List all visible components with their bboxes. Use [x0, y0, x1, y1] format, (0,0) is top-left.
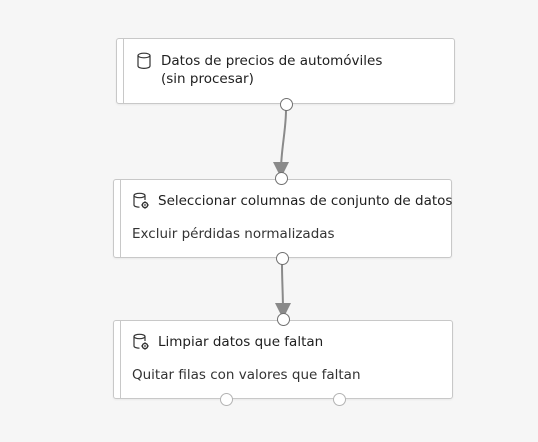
module-subtitle: Excluir pérdidas normalizadas — [132, 226, 335, 242]
database-gear-icon — [132, 333, 150, 351]
output-port-cleaned-dataset[interactable] — [220, 393, 233, 406]
module-title: Seleccionar columnas de conjunto de dato… — [158, 193, 453, 209]
edge-select-to-clean[interactable] — [274, 263, 291, 319]
input-port-clean-missing-data[interactable] — [277, 313, 290, 326]
module-title-line2: (sin procesar) — [161, 71, 254, 87]
output-port-select-columns[interactable] — [276, 252, 289, 265]
module-subtitle: Quitar filas con valores que faltan — [132, 367, 361, 383]
input-port-select-columns[interactable] — [275, 172, 288, 185]
module-accent-bar — [120, 180, 121, 257]
select-columns-module[interactable]: Seleccionar columnas de conjunto de dato… — [113, 179, 452, 258]
module-accent-bar — [123, 39, 124, 103]
database-gear-icon — [132, 192, 150, 210]
dataset-module[interactable]: Datos de precios de automóviles (sin pro… — [116, 38, 455, 104]
clean-missing-data-module[interactable]: Limpiar datos que faltan Quitar filas co… — [113, 320, 453, 399]
module-title: Datos de precios de automóviles — [161, 53, 383, 69]
output-port-cleaning-transformation[interactable] — [333, 393, 346, 406]
database-icon — [135, 52, 153, 70]
output-port-dataset[interactable] — [280, 98, 293, 111]
edge-data-to-select[interactable] — [273, 109, 290, 178]
module-title: Limpiar datos que faltan — [158, 334, 324, 350]
module-accent-bar — [120, 321, 121, 398]
